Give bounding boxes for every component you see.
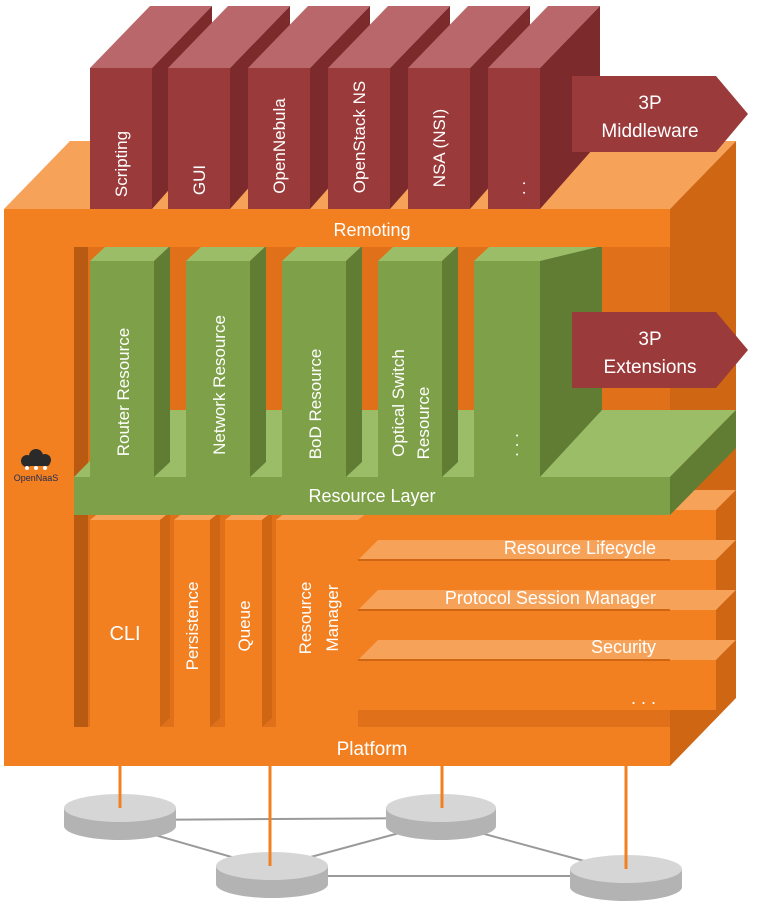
extensions-arrow	[572, 312, 748, 388]
persistence-module	[174, 512, 220, 727]
resource-manager-label: Resource	[296, 582, 315, 655]
middleware-labels: Scripting GUI OpenNebula OpenStack NS NS…	[112, 81, 529, 197]
extensions-arrow-label: Extensions	[604, 357, 697, 378]
platform-label: Platform	[337, 739, 408, 760]
resource-layer-label: Resource Layer	[308, 486, 435, 506]
resource-block	[378, 246, 458, 477]
resource-manager-label: Manager	[323, 584, 342, 651]
resource-label: Network Resource	[210, 315, 229, 455]
resource-label: Optical Switch	[389, 349, 408, 457]
left-frame-column	[4, 209, 74, 766]
resource-blocks	[90, 246, 602, 477]
queue-label: Queue	[235, 600, 254, 651]
cli-module	[90, 512, 170, 727]
middleware-arrow	[572, 76, 748, 152]
service-label: Resource Lifecycle	[504, 538, 656, 558]
network-links	[119, 817, 626, 877]
middleware-modules	[90, 6, 600, 209]
resource-label: Resource	[414, 387, 433, 460]
cli-label: CLI	[109, 623, 140, 645]
resource-block	[90, 246, 170, 477]
resource-label: . . .	[503, 433, 522, 457]
middleware-arrow-label: Middleware	[601, 121, 698, 142]
middleware-label: Scripting	[112, 131, 131, 197]
platform-bar	[4, 727, 670, 766]
cloud-icon	[21, 449, 51, 470]
resource-block	[474, 246, 602, 477]
network-node	[216, 852, 328, 898]
opennaas-logo-text: OpenNaaS	[14, 473, 59, 483]
network-topology	[64, 766, 682, 901]
remoting-bar	[4, 209, 670, 247]
resource-manager-module	[276, 512, 368, 727]
service-plate	[358, 640, 736, 710]
middleware-block	[488, 6, 600, 209]
resource-label: BoD Resource	[306, 349, 325, 460]
middleware-label: GUI	[190, 165, 209, 195]
extensions-arrow-label: 3P	[638, 329, 661, 350]
platform-service-labels: Resource Lifecycle Protocol Session Mana…	[445, 538, 656, 708]
service-label: Security	[591, 637, 656, 657]
persistence-label: Persistence	[183, 582, 202, 671]
service-label: . . .	[631, 688, 656, 708]
middleware-label: OpenStack NS	[350, 81, 369, 193]
middleware-label: OpenNebula	[270, 98, 289, 194]
resource-label: Router Resource	[114, 328, 133, 457]
resource-block	[186, 246, 266, 477]
middleware-arrow-label: 3P	[638, 93, 661, 114]
resource-labels: Router Resource Network Resource BoD Res…	[114, 315, 522, 459]
platform-connectors	[118, 766, 628, 869]
resource-block	[282, 246, 362, 477]
remoting-label: Remoting	[333, 220, 410, 240]
middleware-label: NSA (NSI)	[430, 109, 449, 187]
opennaas-logo	[21, 449, 51, 470]
service-label: Protocol Session Manager	[445, 588, 656, 608]
middleware-label: . .	[510, 181, 529, 195]
